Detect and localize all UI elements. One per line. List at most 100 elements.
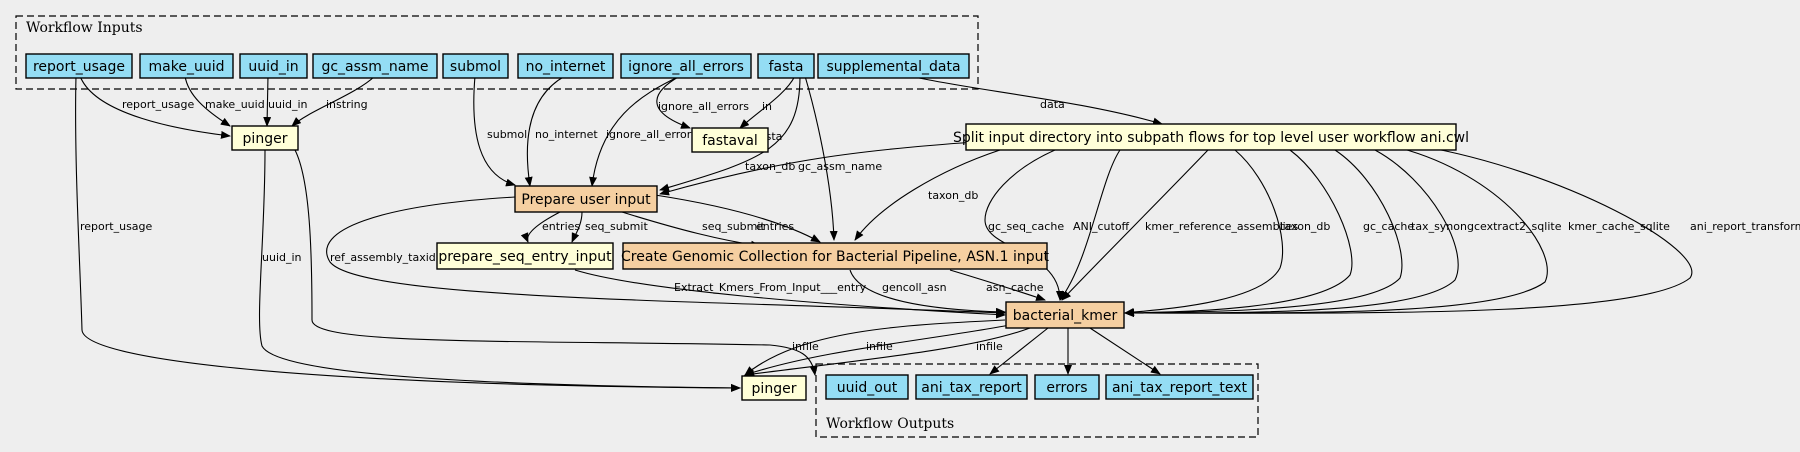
edge-prepare-create-entries [654,194,821,243]
node-label: bacterial_kmer [1013,308,1118,324]
edge-submol-prepare [473,75,516,187]
edge-label: gc_cache [1363,220,1414,233]
node-label: Prepare user input [521,192,651,208]
node-label: submol [450,59,501,75]
edge-label: ANI_cutoff [1073,220,1130,233]
node-label: Split input directory into subpath flows… [953,130,1469,146]
edge-label: submol [487,128,527,141]
edge-split-kmer-ref [1061,149,1209,301]
edge-label: Extract_Kmers_From_Input___entry [674,281,867,294]
edge-kmer-ani-tax-report-text [1089,327,1161,375]
edge-label: seq_submit [585,220,648,233]
edge-report_usage-pinger [79,75,231,139]
input-node-no_internet[interactable]: no_internet [517,53,614,79]
edge-pinger-uuid_out [294,149,818,376]
edge-create-gencoll [849,269,1006,316]
node-label: fastaval [702,133,758,149]
node-label: errors [1046,380,1087,396]
edge-split-tax-synon [1124,149,1403,317]
edge-label: asn_cache [986,281,1044,294]
node-label: uuid_in [248,59,298,75]
edge-fasta-fastaval [739,75,796,129]
step-node-prepare[interactable]: Prepare user input [514,185,658,213]
input-node-report_usage[interactable]: report_usage [25,53,133,79]
edge-label: entries [756,220,794,233]
output-node-errors[interactable]: errors [1034,374,1100,400]
node-label: gc_assm_name [321,59,428,75]
workflow-outputs-label: Workflow Outputs [826,416,954,432]
input-node-supplemental_data[interactable]: supplemental_data [817,53,970,79]
edge-label: report_usage [122,98,195,111]
edge-label: infile [866,340,893,353]
node-label: uuid_out [837,380,898,396]
edge-uuid_in-pinger [263,75,272,127]
edge-prepare-seq-entries [520,211,561,243]
node-label: prepare_seq_entry_input [438,249,612,265]
edge-gc_assm_name-pinger [291,75,376,127]
edge-make_uuid-pinger [184,75,231,127]
edge-label: gcextract2_sqlite [1467,220,1562,233]
edge-prepare-seq-submit [571,211,583,243]
edge-label: tax_synon [1411,220,1467,233]
edge-labels: report_usage make_uuid uuid_in instring … [80,98,1800,353]
workflow-outputs-cluster: Workflow Outputs [815,363,1259,438]
input-node-gc_assm_name[interactable]: gc_assm_name [312,53,438,79]
edge-ignore-fastaval [656,75,691,129]
edge-create-asn-cache [949,269,1046,301]
node-label: fasta [769,59,804,75]
step-node-create-gc[interactable]: Create Genomic Collection for Bacterial … [621,242,1049,270]
edge-label: gencoll_asn [882,281,947,294]
input-node-make_uuid[interactable]: make_uuid [139,53,234,79]
edge-split-ani-transform [1124,145,1693,318]
edge-label: no_internet [535,128,598,141]
input-node-submol[interactable]: submol [442,53,509,79]
edge-kmer-pinger-3 [744,327,1031,378]
nodes: report_usage make_uuid uuid_in gc_assm_n… [25,53,1469,401]
output-node-ani_tax_report_text[interactable]: ani_tax_report_text [1105,374,1254,400]
input-node-fasta[interactable]: fasta [757,53,815,79]
edge-pinger-bottom-pinger [258,149,741,392]
edge-label: taxon_db [745,160,795,173]
edge-ignore-prepare [589,75,681,187]
edges [75,75,1693,392]
step-node-prepare-seq[interactable]: prepare_seq_entry_input [436,242,614,270]
edge-label: kmer_reference_assemblies [1145,220,1298,233]
step-node-pinger-top[interactable]: pinger [231,125,299,151]
node-label: Create Genomic Collection for Bacterial … [621,249,1049,265]
input-node-ignore_all_errors[interactable]: ignore_all_errors [620,53,752,79]
edge-split-create [854,149,1001,241]
edge-split-gc-cache [1124,149,1353,317]
step-node-split[interactable]: Split input directory into subpath flows… [953,123,1469,151]
node-label: make_uuid [149,59,225,75]
node-label: pinger [752,381,797,397]
edge-label: entries [542,220,580,233]
node-label: ignore_all_errors [628,59,744,75]
input-node-uuid_in[interactable]: uuid_in [239,53,308,79]
edge-label: ignore_all_errors [606,128,697,141]
step-node-fastaval[interactable]: fastaval [691,127,769,153]
edge-fasta-create [804,75,838,241]
edge-split-ani-cutoff [1059,149,1121,301]
edge-label: uuid_in [262,251,302,264]
edge-split-prepare [659,141,976,196]
workflow-inputs-label: Workflow Inputs [26,20,143,36]
edge-report_usage-bottom-pinger [75,75,741,392]
node-label: ani_tax_report_text [1112,380,1248,396]
step-node-pinger-bottom[interactable]: pinger [741,375,807,401]
edge-label: gc_seq_cache [988,220,1064,233]
edge-label: infile [792,340,819,353]
edge-label: ref_assembly_taxid [330,251,436,264]
edge-label: ani_report_transform [1690,220,1800,233]
step-node-bacterial-kmer[interactable]: bacterial_kmer [1005,301,1125,329]
edge-label: taxon_db [1280,220,1330,233]
edge-label: instring [326,98,368,111]
node-label: ani_tax_report [921,380,1022,396]
edge-kmer-pinger-2 [744,324,1011,376]
output-node-ani_tax_report[interactable]: ani_tax_report [915,374,1028,400]
edge-label: gc_assm_name [798,160,882,173]
node-label: no_internet [526,59,606,75]
edge-label: infile [976,340,1003,353]
node-label: supplemental_data [826,59,960,75]
output-node-uuid_out[interactable]: uuid_out [825,374,909,400]
